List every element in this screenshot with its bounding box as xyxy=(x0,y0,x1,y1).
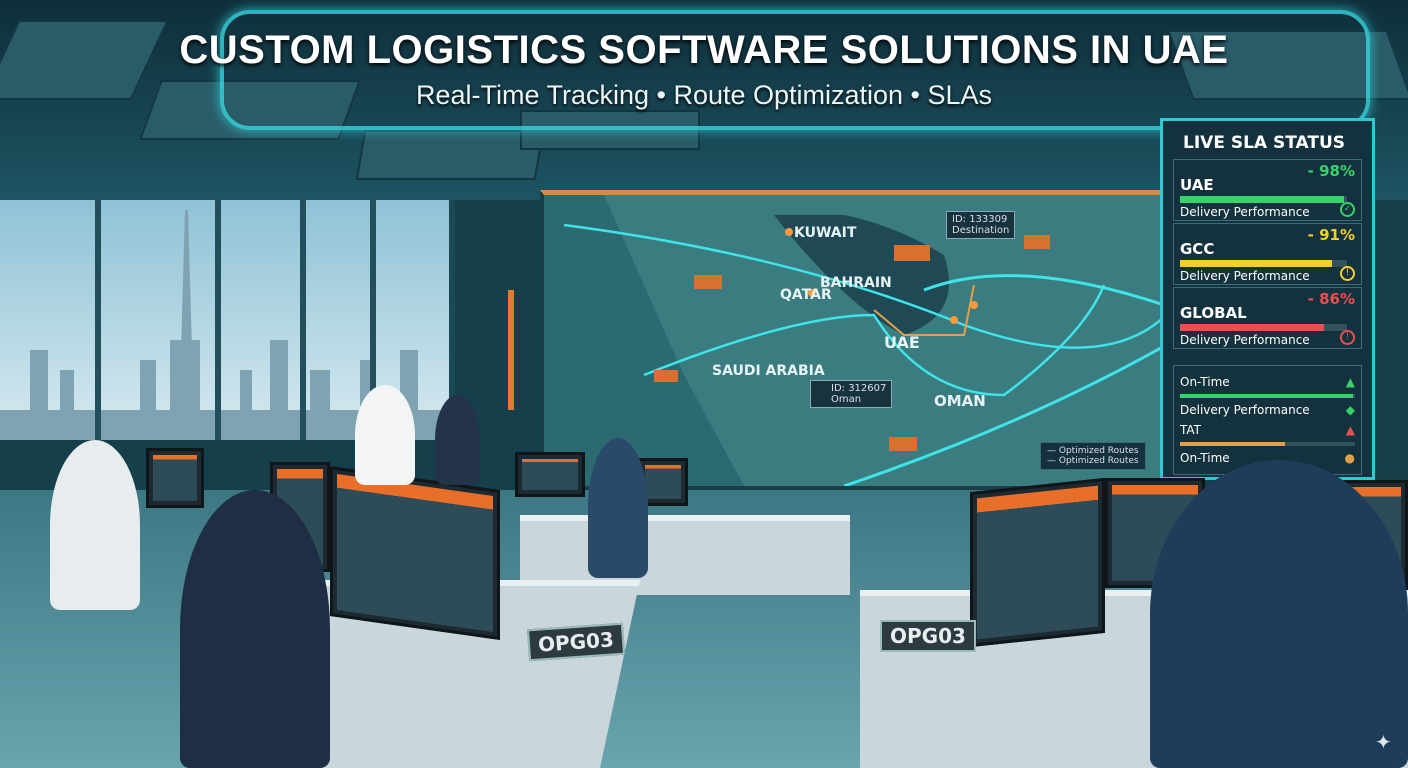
map-legend: — Optimized Routes — Optimized Routes xyxy=(1040,442,1146,470)
route-map xyxy=(563,195,1166,486)
sla-subtitle: Delivery Performance xyxy=(1180,269,1310,283)
monitor xyxy=(515,452,585,497)
legend-label: TAT xyxy=(1180,423,1202,437)
shipment-callout[interactable]: ID: 312607 Oman xyxy=(810,380,893,408)
shipment-detail: Destination xyxy=(952,225,1010,236)
desk-tag: OPG03 xyxy=(527,622,625,662)
sla-region: GCC xyxy=(1180,240,1215,258)
map-label-oman: OMAN xyxy=(934,392,986,410)
sla-card-global: - 86% GLOBAL Delivery Performance ! xyxy=(1173,287,1362,349)
monitor xyxy=(970,477,1105,648)
sla-percent: - 98% xyxy=(1307,162,1355,180)
desk-tag: OPG03 xyxy=(880,620,976,652)
sla-subtitle: Delivery Performance xyxy=(1180,333,1310,347)
legend-label: Delivery Performance xyxy=(1180,403,1310,417)
sla-status-panel: LIVE SLA STATUS - 98% UAE Delivery Perfo… xyxy=(1160,118,1375,480)
map-label-saudi-arabia: SAUDI ARABIA xyxy=(712,363,825,379)
sla-subtitle: Delivery Performance xyxy=(1180,205,1310,219)
legend-item: — Optimized Routes xyxy=(1047,456,1139,466)
check-circle-icon: ✓ xyxy=(1340,202,1355,217)
alert-circle-icon: ! xyxy=(1340,330,1355,345)
sla-progress-bar xyxy=(1180,324,1347,331)
tat-bar xyxy=(1180,442,1355,446)
operator-person xyxy=(180,490,330,768)
legend-label: On-Time xyxy=(1180,451,1230,465)
sla-progress-bar xyxy=(1180,196,1347,203)
map-label-qatar: QATAR xyxy=(780,287,832,303)
accent-strip xyxy=(508,290,514,410)
operator-person xyxy=(50,440,140,610)
sla-card-gcc: - 91% GCC Delivery Performance ! xyxy=(1173,223,1362,285)
shipment-callout[interactable]: ID: 133309 Destination xyxy=(946,211,1016,239)
triangle-icon: ▲ xyxy=(1345,423,1355,437)
sla-title: LIVE SLA STATUS xyxy=(1183,133,1345,153)
sla-percent: - 91% xyxy=(1307,226,1355,244)
map-label-uae: UAE xyxy=(884,333,920,352)
operator-person xyxy=(588,438,648,578)
sla-percent: - 86% xyxy=(1307,290,1355,308)
shipment-id: ID: 312607 xyxy=(831,383,887,394)
map-display: KUWAIT BAHRAIN QATAR UAE SAUDI ARABIA OM… xyxy=(540,190,1170,490)
map-label-bahrain: BAHRAIN xyxy=(820,275,892,291)
person-standing xyxy=(435,395,480,485)
page-subtitle: Real-Time Tracking • Route Optimization … xyxy=(415,80,993,110)
sla-progress-bar xyxy=(1180,260,1347,267)
sla-region: UAE xyxy=(1180,176,1214,194)
diamond-icon: ◆ xyxy=(1345,403,1355,417)
monitor xyxy=(146,448,204,508)
on-time-bar xyxy=(1180,394,1355,398)
person-standing xyxy=(355,385,415,485)
monitor xyxy=(330,466,500,640)
operator-person xyxy=(1150,460,1408,768)
mountain-icon: ▲ xyxy=(1345,375,1355,389)
legend-item: — Optimized Routes xyxy=(1047,446,1139,456)
sla-legend: On-Time ▲ Delivery Performance ◆ TAT ▲ On-T… xyxy=(1173,365,1362,475)
alert-circle-icon: ! xyxy=(1340,266,1355,281)
sparkle-icon: ✦ xyxy=(1375,730,1392,754)
sla-region: GLOBAL xyxy=(1180,304,1247,322)
dot-icon: ● xyxy=(1344,451,1355,465)
map-label-kuwait: KUWAIT xyxy=(794,225,857,241)
legend-label: On-Time xyxy=(1180,375,1230,389)
shipment-id: ID: 133309 xyxy=(952,214,1008,225)
page-title: CUSTOM LOGISTICS SOFTWARE SOLUTIONS IN U… xyxy=(179,28,1229,72)
ceiling xyxy=(0,0,1408,200)
sla-card-uae: - 98% UAE Delivery Performance ✓ xyxy=(1173,159,1362,221)
shipment-detail: Oman xyxy=(831,394,862,405)
